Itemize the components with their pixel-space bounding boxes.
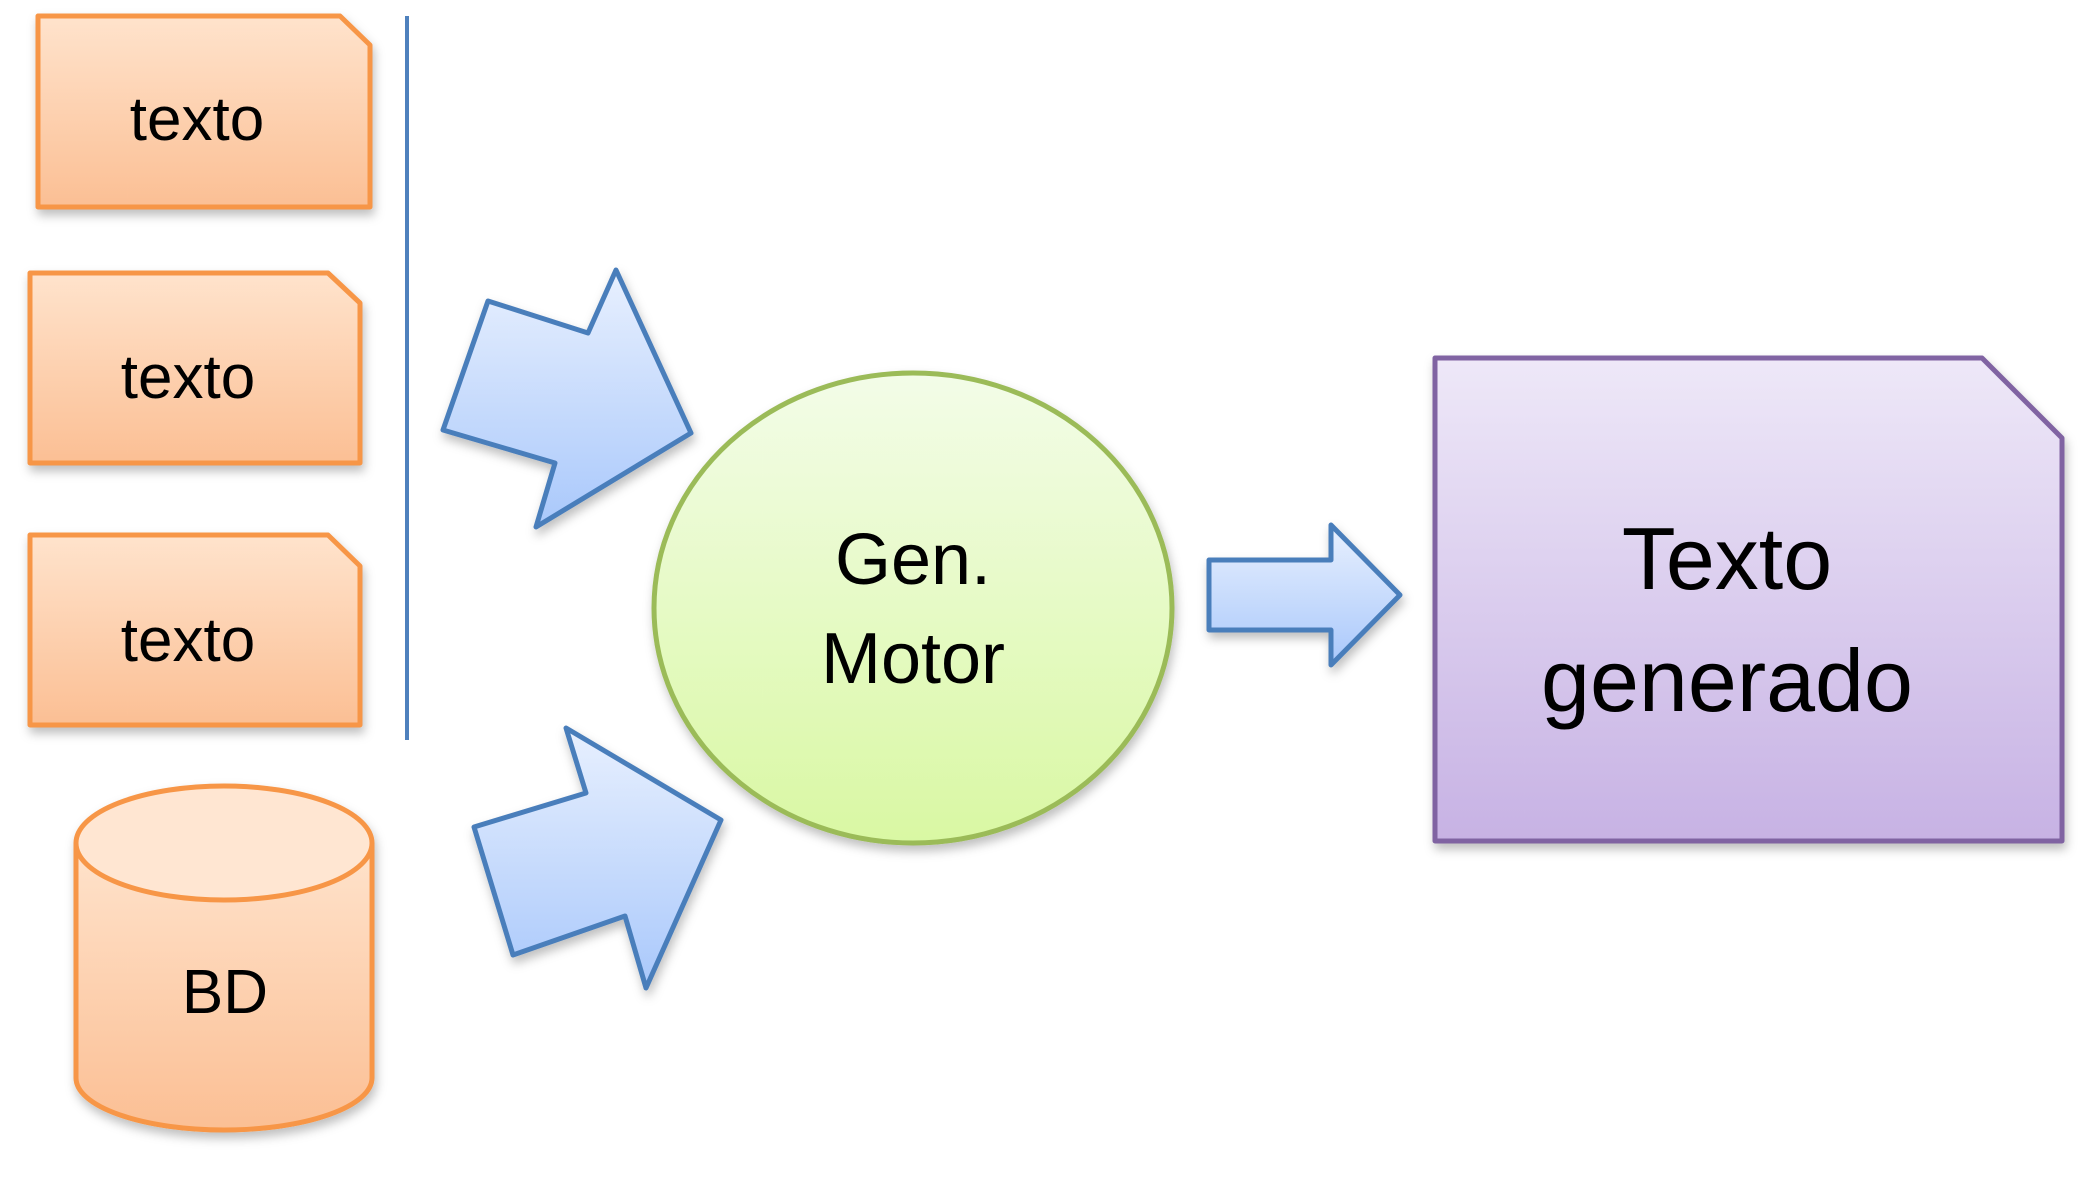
- input-document-3: [27, 532, 363, 728]
- input-document-2: [27, 270, 363, 466]
- engine-label-line2: Motor: [821, 619, 1005, 699]
- cylinder-top: [73, 783, 375, 903]
- generation-engine: [651, 370, 1175, 846]
- arrow-documents-to-engine: [440, 267, 694, 530]
- arrow-shape: [440, 267, 694, 530]
- database-label: BD: [182, 958, 268, 1027]
- arrow-engine-to-output: [1206, 522, 1403, 668]
- input-document-1: [35, 13, 373, 210]
- document-shape: [27, 532, 363, 728]
- output-document-shape: [1432, 355, 2065, 844]
- arrow-shape: [471, 725, 724, 991]
- cylinder-body: [73, 843, 375, 1133]
- document-shape: [35, 13, 373, 210]
- output-label-line1: Texto: [1622, 509, 1832, 608]
- engine-label-line1: Gen.: [835, 520, 991, 600]
- arrow-database-to-engine: [471, 725, 724, 991]
- document-1-label: texto: [130, 85, 264, 154]
- engine-ellipse: [651, 370, 1175, 846]
- output-label-line2: generado: [1541, 631, 1913, 730]
- document-shape: [27, 270, 363, 466]
- database-cylinder: [73, 783, 375, 1133]
- arrow-shape: [1206, 522, 1403, 668]
- document-2-label: texto: [121, 343, 255, 412]
- document-3-label: texto: [121, 606, 255, 675]
- output-document: [1432, 355, 2065, 844]
